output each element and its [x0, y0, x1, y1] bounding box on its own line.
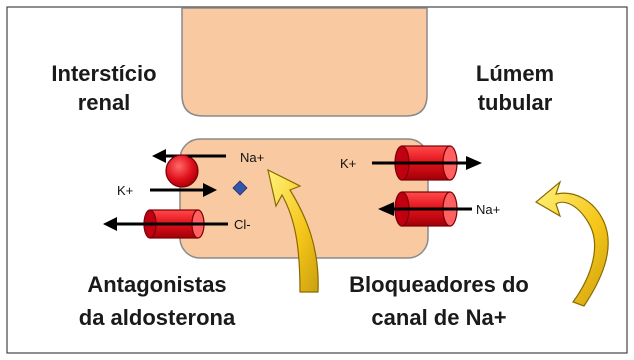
upper-cell: [182, 8, 427, 116]
blockers-label-line2: canal de Na+: [371, 305, 506, 330]
antagonists-label-line1: Antagonistas: [87, 272, 226, 297]
k-left-label: K+: [117, 183, 133, 198]
na-left-label: Na+: [240, 150, 264, 165]
cl-left-label: Cl-: [234, 217, 251, 232]
blockers-label-line1: Bloqueadores do: [349, 272, 529, 297]
lumen-label-line1: Lúmem: [476, 61, 554, 86]
na-right-label: Na+: [476, 202, 500, 217]
interstitium-label-line2: renal: [78, 90, 131, 115]
k-right-label: K+: [340, 156, 356, 171]
lumen-label-line2: tubular: [478, 90, 553, 115]
na-k-pump: [166, 155, 198, 187]
antagonists-label-line2: da aldosterona: [79, 305, 236, 330]
interstitium-label-line1: Interstício: [51, 61, 156, 86]
